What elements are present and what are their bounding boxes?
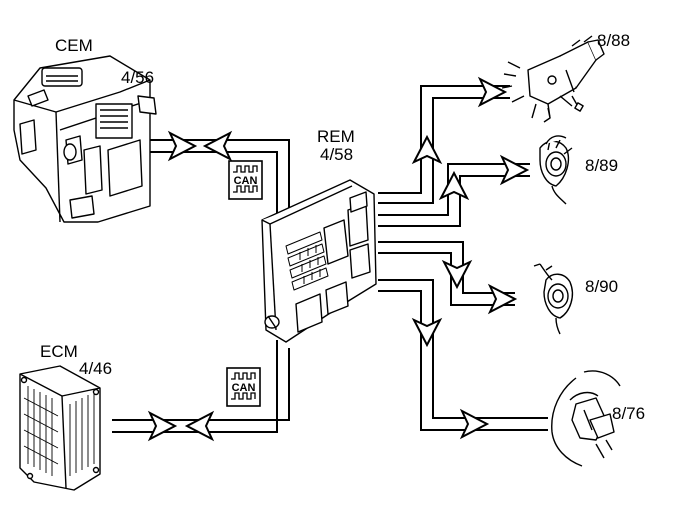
rem-code-label: 4/58 — [320, 145, 354, 164]
rem-module — [261, 179, 377, 343]
path-ecm-rem — [112, 340, 290, 433]
bowtie-cem-rem — [167, 130, 198, 162]
arrow-right-out2 — [499, 154, 530, 186]
arrow-right-out3 — [487, 283, 518, 315]
arrow-down-out3 — [441, 259, 473, 290]
ecm-module — [19, 365, 101, 491]
arrow-up-out1 — [411, 134, 443, 165]
out4-code-label: 8/76 — [612, 404, 646, 423]
out1-component — [501, 35, 605, 123]
out2-code-label: 8/89 — [585, 156, 619, 175]
path-cem-rem — [150, 139, 290, 220]
arrow-right-out4 — [459, 408, 490, 440]
out1-code-label: 8/88 — [597, 31, 631, 50]
can-label-lower: CAN — [232, 382, 256, 394]
out4-component — [551, 370, 621, 467]
rem-name-label: REM — [317, 127, 355, 146]
ecm-fins — [23, 386, 95, 476]
ecm-code-label: 4/46 — [79, 359, 113, 378]
ecm-name-label: ECM — [40, 342, 78, 361]
out3-code-label: 8/90 — [585, 277, 619, 296]
crossing-marks — [398, 214, 414, 292]
out3-component — [533, 263, 574, 335]
path-rem-out1 — [378, 85, 510, 204]
out2-component — [539, 135, 573, 205]
arrow-right-out1 — [477, 76, 508, 108]
arrow-heads — [147, 76, 530, 442]
cem-module — [13, 55, 157, 223]
can-label-upper: CAN — [234, 175, 258, 187]
arrow-up-out2 — [438, 170, 470, 201]
bowtie-ecm-rem — [147, 410, 178, 442]
rem-fuse-grid — [285, 231, 329, 291]
can-badge-lower: CAN — [226, 367, 261, 407]
arrow-down-out4 — [411, 317, 443, 348]
path-rem-out4 — [378, 279, 548, 431]
can-badge-upper: CAN — [228, 160, 263, 200]
cem-name-label: CEM — [55, 36, 93, 55]
cem-code-label: 4/56 — [121, 68, 155, 87]
